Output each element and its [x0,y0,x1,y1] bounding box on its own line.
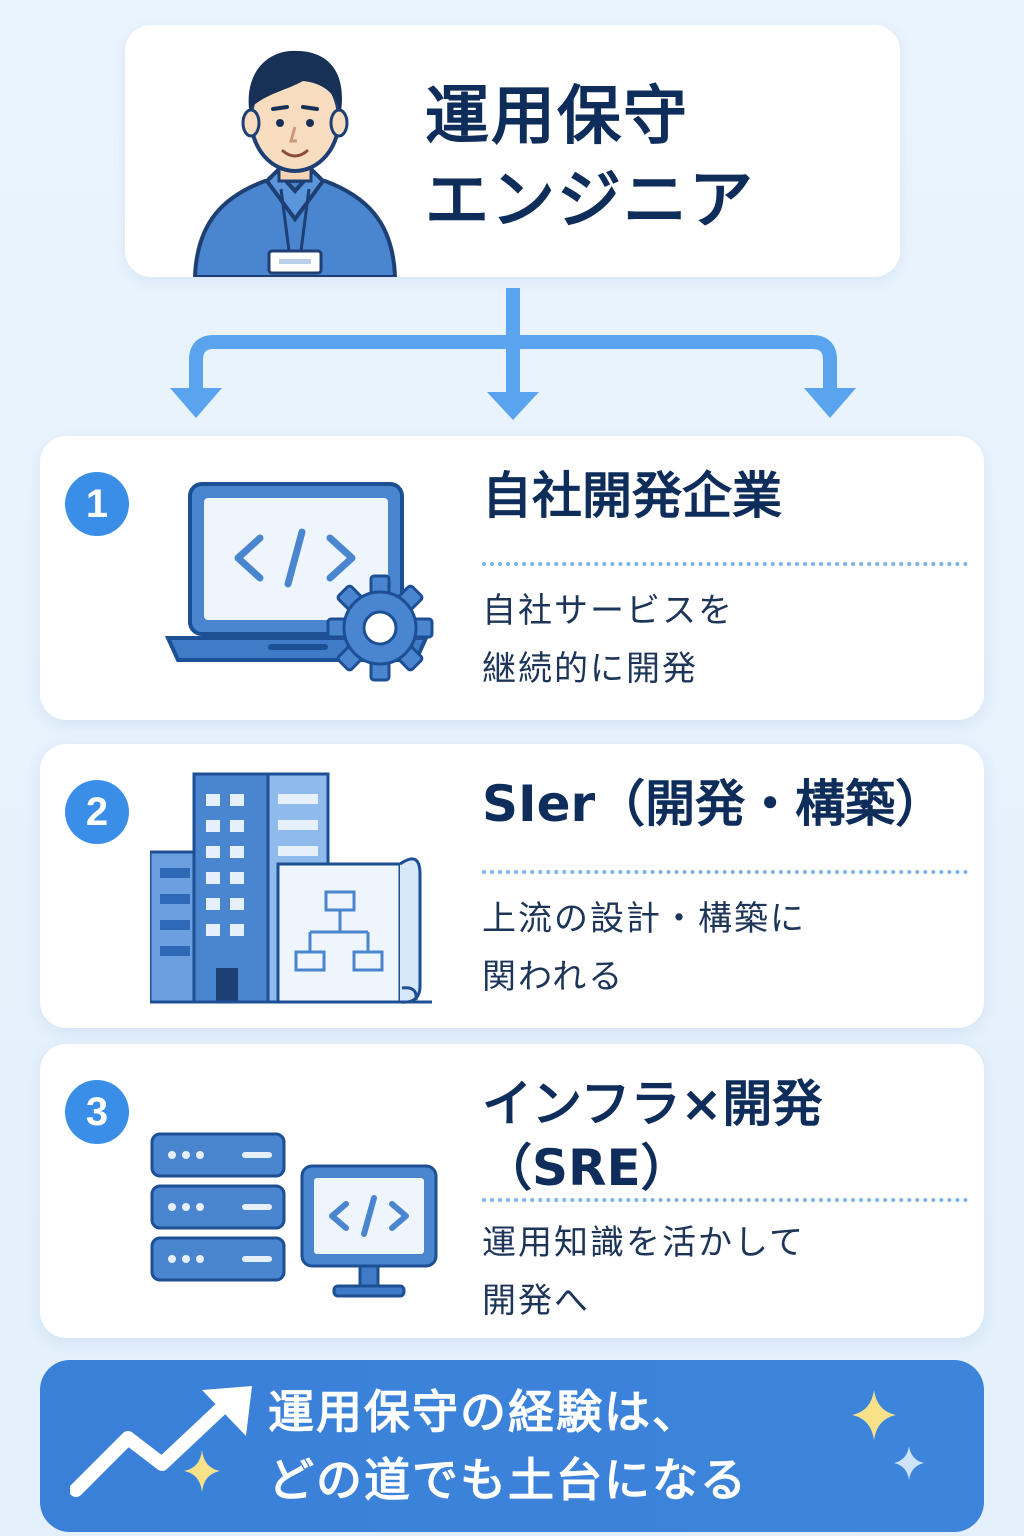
building-blueprint-icon [150,772,432,1004]
sparkle-icon [894,1446,924,1480]
option-title: SIer（開発・構築） [482,772,962,836]
footer-message: 運用保守の経験は、 どの道でも土台になる [268,1378,888,1514]
sparkle-icon [184,1450,220,1492]
option-desc-line: 自社サービスを [482,591,734,631]
header-title: 運用保守 エンジニア [425,75,885,243]
option-title-line: インフラ×開発 [482,1075,823,1133]
dotted-divider [482,1198,968,1202]
option-title: インフラ×開発 （SRE） [482,1072,962,1200]
option-desc-line: 運用知識を活かして [482,1223,805,1263]
option-description: 自社サービスを 継続的に開発 [482,582,962,698]
header-title-line: 運用保守 [425,80,689,154]
option-title-line: SIer（開発・構築） [482,775,946,833]
option-description: 上流の設計・構築に 関われる [482,890,962,1006]
option-card-sier: 2 [40,744,984,1028]
option-card-in-house-development: 1 自社開発企業 [40,436,984,720]
footer-banner: 運用保守の経験は、 どの道でも土台になる [40,1360,984,1532]
option-title-line: 自社開発企業 [482,467,782,525]
option-desc-line: 開発へ [482,1281,590,1321]
option-card-sre: 3 インフラ×開発 （SRE） 運用知識を活かして [40,1044,984,1338]
dotted-divider [482,870,968,874]
dotted-divider [482,562,968,566]
server-monitor-code-icon [150,1132,438,1298]
engineer-avatar-icon [192,50,398,277]
number-badge: 3 [65,1080,129,1144]
laptop-code-gear-icon [164,482,434,682]
number-badge: 1 [65,472,129,536]
option-desc-line: 関われる [482,957,625,997]
header-title-line: エンジニア [425,164,755,238]
header-card: 運用保守 エンジニア [125,25,900,277]
option-title-line: （SRE） [482,1139,691,1197]
footer-line: どの道でも土台になる [268,1453,748,1507]
option-title: 自社開発企業 [482,464,962,528]
option-desc-line: 継続的に開発 [482,649,698,689]
branch-arrows-icon [170,288,856,420]
footer-line: 運用保守の経験は、 [268,1385,700,1439]
growth-arrow-icon [70,1386,252,1497]
option-desc-line: 上流の設計・構築に [482,899,806,939]
option-description: 運用知識を活かして 開発へ [482,1214,962,1330]
number-badge: 2 [65,780,129,844]
sparkle-icon [852,1390,896,1440]
